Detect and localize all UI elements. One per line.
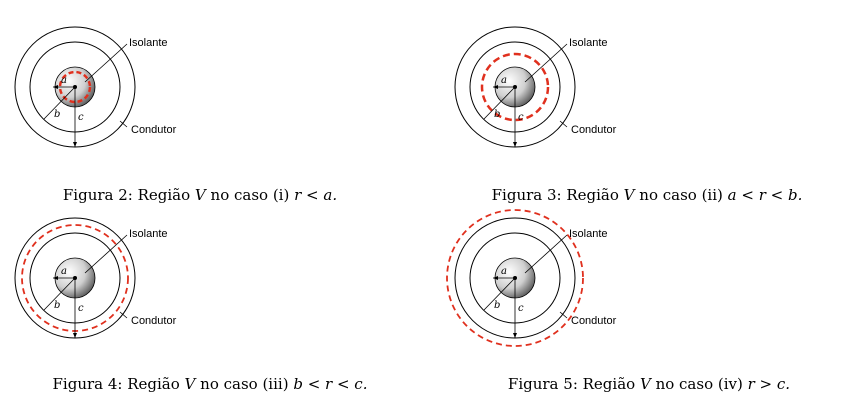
label-c: c [518,303,524,314]
conductor-label: Condutor [131,315,177,327]
caption-figure-2: Figura 2: Região V no caso (i) r < a. [63,186,337,204]
insulator-label: Isolante [129,37,168,49]
label-c: c [78,303,84,314]
figure-4: a b c Isolante Condutor [14,217,177,339]
figure-5: a b c Isolante Condutor [446,209,617,347]
label-c: c [518,112,524,123]
caption-figure-4: Figura 4: Região V no caso (iii) b < r <… [53,375,368,393]
conductor-label: Condutor [131,124,177,136]
gaussian-surface [446,209,584,347]
conductor-label: Condutor [571,124,617,136]
figure-2: a b c Isolante Condutor [14,26,177,148]
label-a: a [61,75,67,86]
label-b: b [54,300,60,311]
label-a: a [61,266,67,277]
label-a: a [501,266,507,277]
label-b: b [494,109,500,120]
insulator-label: Isolante [569,228,608,240]
gaussian-surface [58,70,92,104]
label-c: c [78,112,84,123]
insulator-label: Isolante [129,228,168,240]
conductor-label: Condutor [571,315,617,327]
caption-figure-5: Figura 5: Região V no caso (iv) r > c. [508,375,790,393]
insulator-label: Isolante [569,37,608,49]
label-b: b [54,109,60,120]
gaussian-surface [480,52,550,122]
figure-3: a b c Isolante Condutor [454,26,617,148]
caption-figure-3: Figura 3: Região V no caso (ii) a < r < … [492,186,803,204]
label-a: a [501,75,507,86]
label-b: b [494,300,500,311]
